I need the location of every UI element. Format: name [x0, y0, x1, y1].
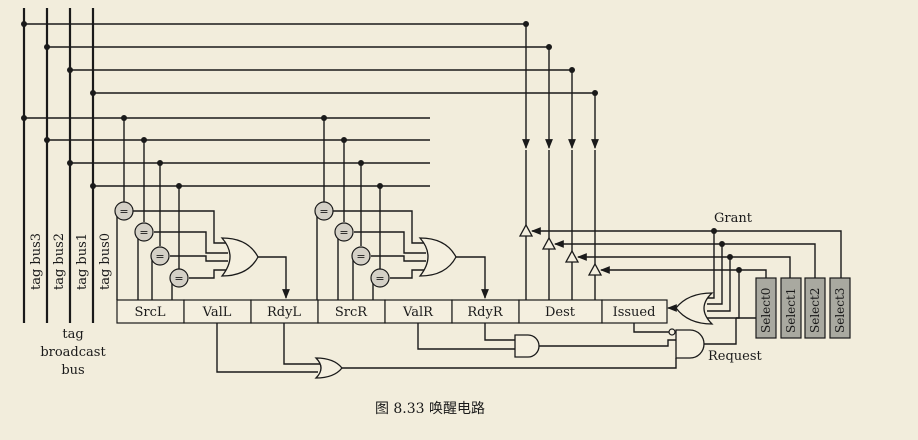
field-srcl: SrcL — [134, 305, 165, 320]
dest-tag-lines — [21, 21, 599, 264]
field-rdyl: RdyL — [267, 305, 301, 320]
cmp-symbol: = — [319, 205, 328, 218]
broadcast-bus-caption: tag broadcast bus — [40, 327, 106, 378]
right-compare-logic — [316, 210, 489, 300]
select3-label: Select3 — [833, 288, 847, 333]
request-label: Request — [708, 349, 763, 364]
cmp-symbol: = — [139, 226, 148, 239]
src-tag-lines — [21, 115, 430, 270]
figure-caption: 图 8.33 唤醒电路 — [375, 400, 485, 417]
field-valr: ValR — [402, 305, 434, 320]
tag-bus0-label: tag bus0 — [98, 233, 113, 290]
field-dest: Dest — [545, 305, 576, 320]
field-vall: ValL — [202, 305, 232, 320]
field-srcr: SrcR — [335, 305, 368, 320]
tag-bus3-label: tag bus3 — [29, 233, 44, 290]
cmp-symbol: = — [119, 205, 128, 218]
select1-label: Select1 — [784, 288, 798, 333]
tag-bus2-label: tag bus2 — [52, 233, 67, 290]
cmp-symbol: = — [174, 272, 183, 285]
caption-line-1: tag — [62, 327, 83, 342]
issue-queue-entry: SrcL ValL RdyL SrcR ValR RdyR Dest Issue… — [116, 299, 668, 324]
field-issued: Issued — [613, 305, 656, 320]
cmp-symbol: = — [375, 272, 384, 285]
left-comparators: = = = = — [114, 201, 189, 288]
grant-label: Grant — [714, 211, 753, 226]
cmp-symbol: = — [339, 226, 348, 239]
cmp-symbol: = — [356, 250, 365, 263]
field-rdyr: RdyR — [467, 305, 503, 320]
caption-line-2: broadcast — [40, 345, 106, 360]
select-blocks: Select0 Select1 Select2 Select3 — [736, 277, 851, 339]
select2-label: Select2 — [808, 288, 822, 333]
right-comparators: = = = = — [314, 201, 390, 288]
left-compare-logic — [116, 210, 290, 300]
tag-bus1-label: tag bus1 — [75, 233, 90, 290]
grant-or-gate — [667, 231, 740, 325]
request-logic — [216, 318, 737, 379]
select0-label: Select0 — [759, 288, 773, 333]
cmp-symbol: = — [155, 250, 164, 263]
caption-line-3: bus — [61, 363, 84, 378]
